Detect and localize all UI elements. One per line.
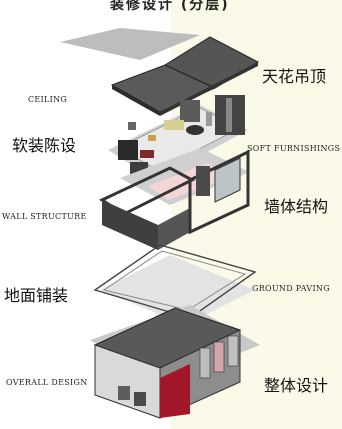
wall-column bbox=[196, 166, 210, 196]
soft-shelf2 bbox=[226, 98, 232, 132]
ceiling-shadow bbox=[60, 28, 200, 60]
soft-sofa bbox=[164, 120, 184, 130]
label-ceiling-zh: 天花吊顶 bbox=[262, 67, 327, 86]
label-wall-zh: 墙体结构 bbox=[264, 197, 329, 216]
overall-red-wall bbox=[160, 364, 190, 418]
soft-item3 bbox=[148, 135, 156, 141]
label-overall-en: OVERALL DESIGN bbox=[6, 378, 88, 387]
overall-glass bbox=[199, 347, 211, 379]
ceiling-roof-edge bbox=[112, 85, 160, 116]
wall-right-frame bbox=[188, 149, 250, 235]
soft-desk bbox=[140, 150, 154, 158]
ground-outline bbox=[93, 244, 257, 319]
soft-chair bbox=[118, 140, 138, 160]
label-soft-zh: 软装陈设 bbox=[12, 136, 77, 155]
soft-item bbox=[128, 122, 136, 130]
soft-cabinet bbox=[180, 100, 200, 122]
wall-window bbox=[214, 157, 241, 203]
page-title-cut: 装修设计 (分层) bbox=[110, 0, 230, 13]
overall-window-2 bbox=[134, 392, 146, 406]
label-ground-zh: 地面铺装 bbox=[4, 286, 69, 305]
label-overall-zh: 整体设计 bbox=[264, 376, 329, 395]
ground-shadow bbox=[100, 255, 255, 325]
soft-item2 bbox=[206, 112, 212, 126]
label-ceiling-en: CEILING bbox=[28, 95, 68, 104]
label-wall-en: WALL STRUCTURE bbox=[2, 212, 87, 221]
overall-glass-3 bbox=[227, 335, 239, 367]
overall-window-1 bbox=[118, 386, 130, 400]
wall-block-front bbox=[102, 200, 158, 250]
wall-block-side bbox=[158, 208, 190, 250]
ground-outline-inner bbox=[102, 250, 247, 311]
label-ground-en: GROUND PAVING bbox=[252, 284, 330, 293]
overall-glass-2 bbox=[213, 341, 225, 373]
label-soft-en: SOFT FURNISHINGS bbox=[247, 144, 341, 153]
soft-table bbox=[186, 125, 204, 135]
